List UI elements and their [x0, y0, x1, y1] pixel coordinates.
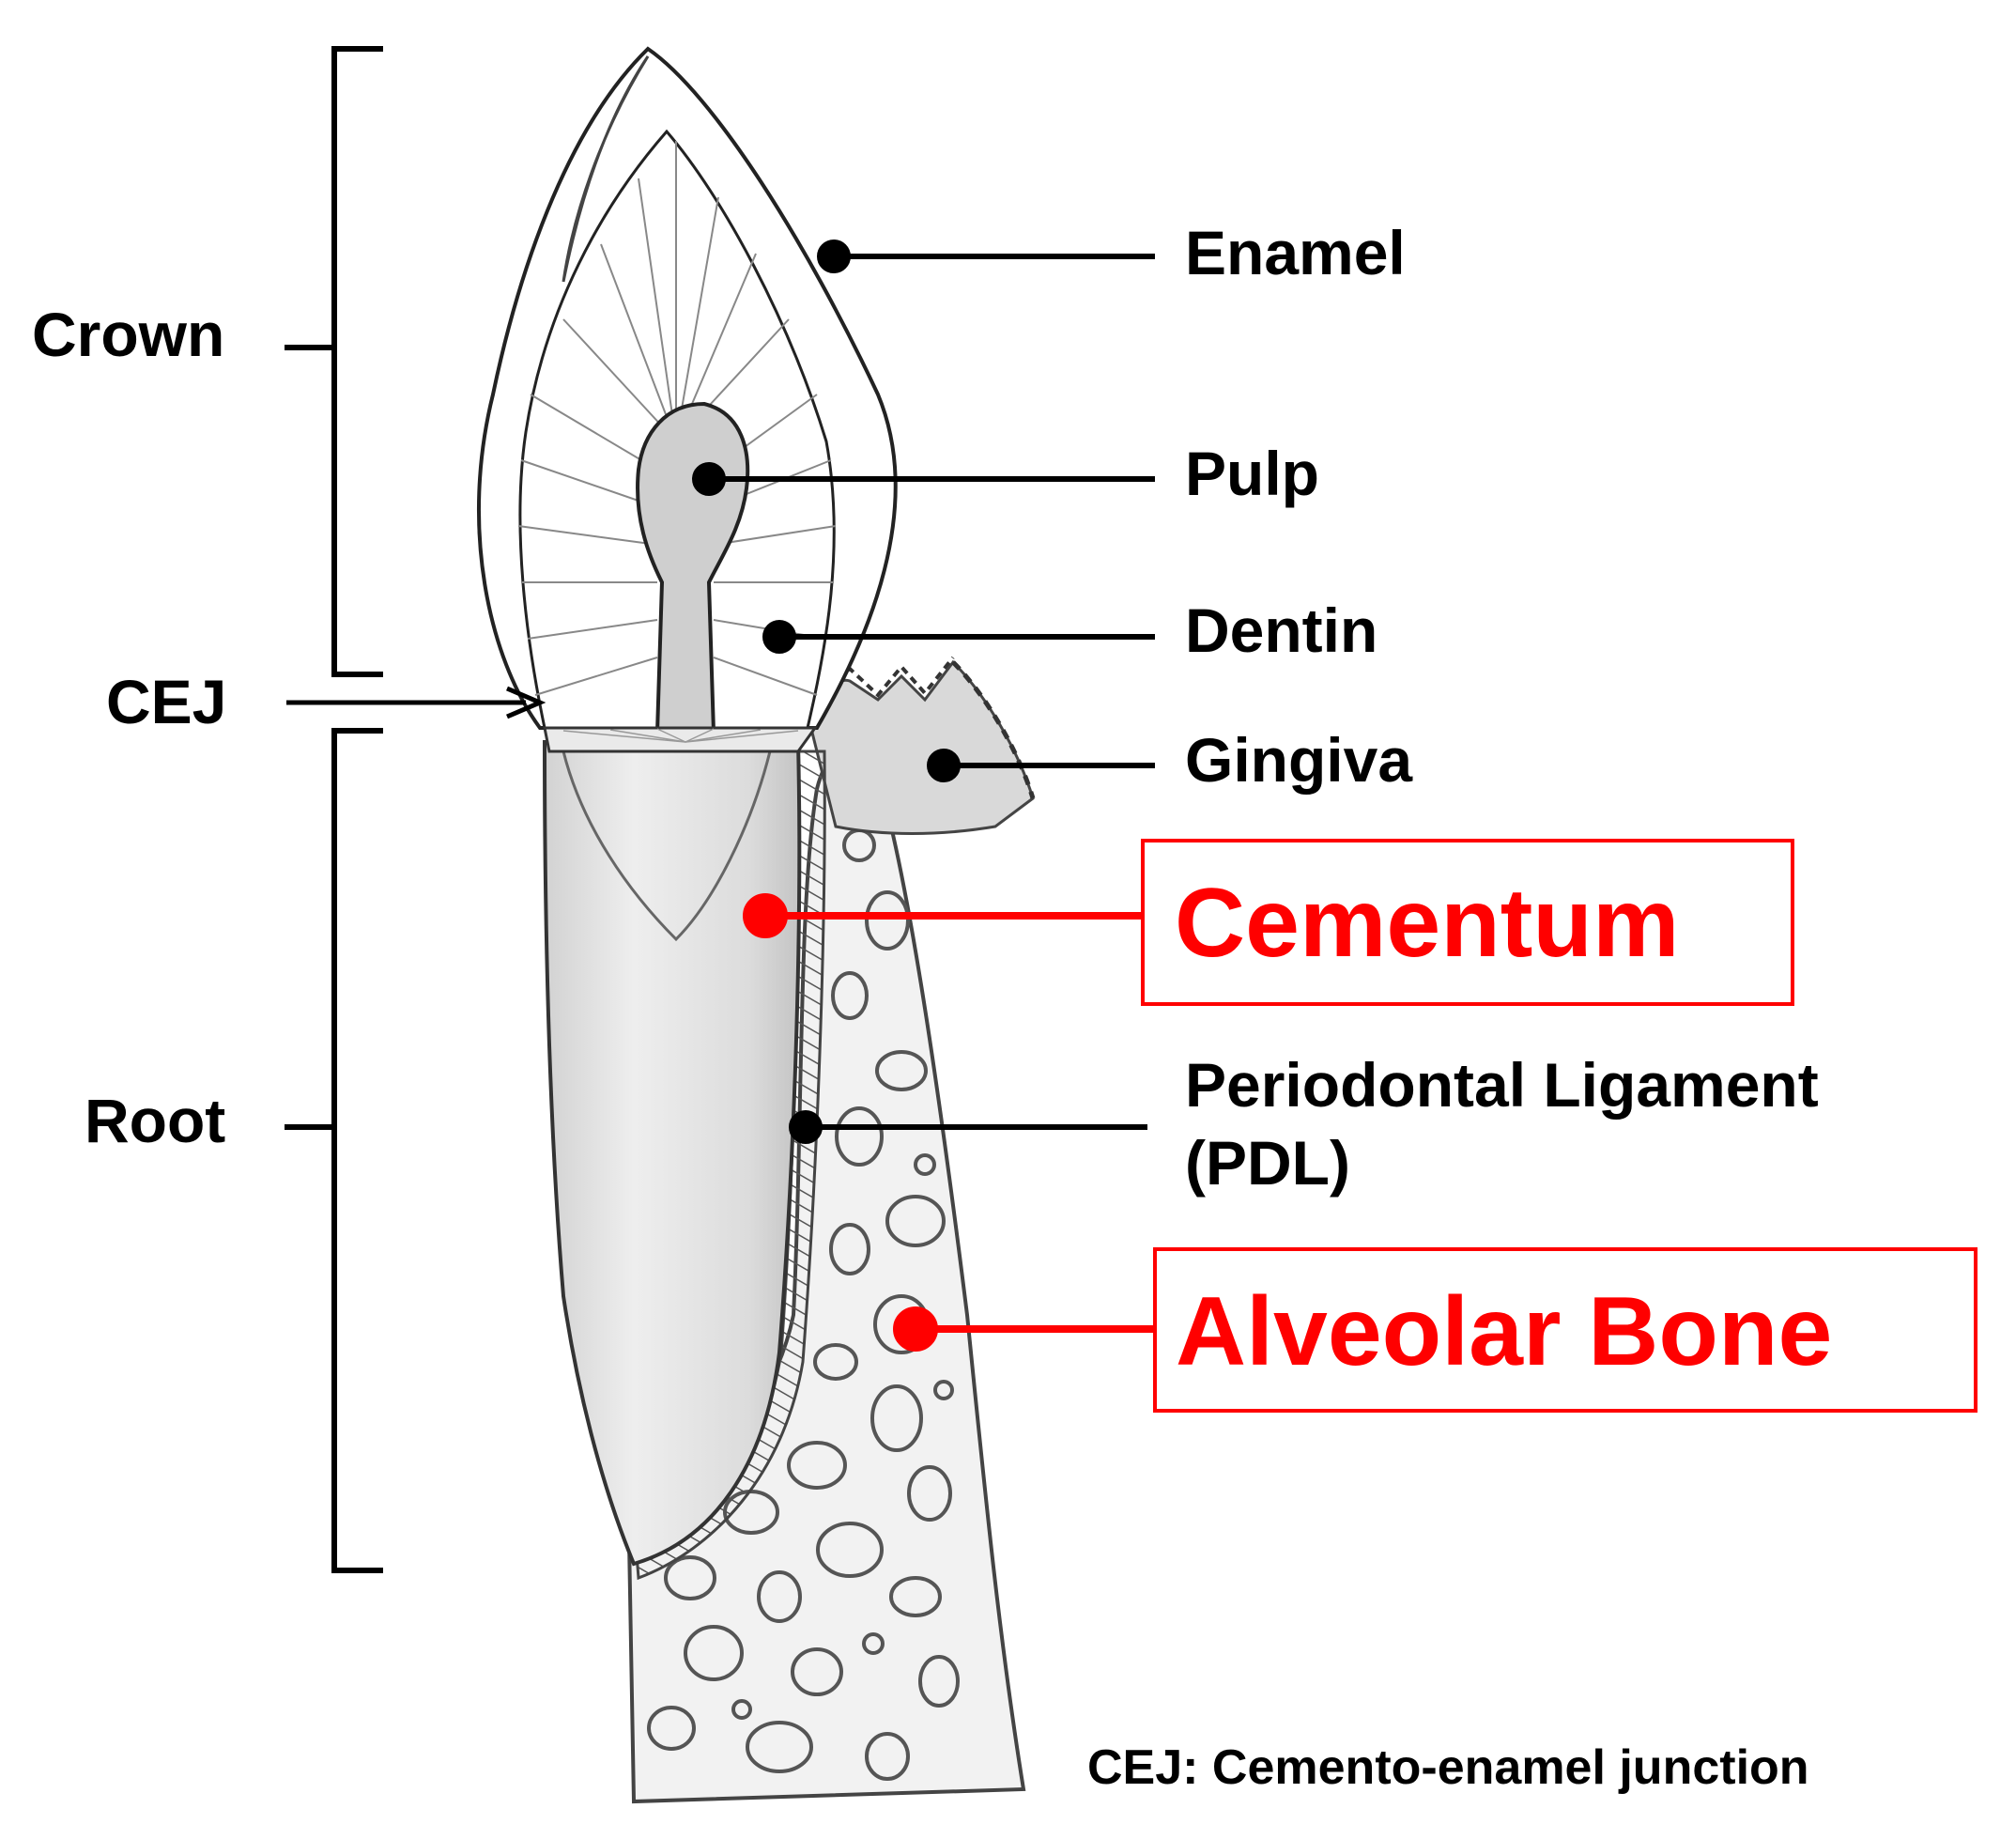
- gingiva-label: Gingiva: [1185, 725, 1413, 795]
- dentin-tubules: [517, 141, 837, 696]
- crown-label: Crown: [32, 300, 225, 369]
- alveolar-bone-callout: Alveolar Bone: [1153, 1247, 1978, 1413]
- cementum-label: Cementum: [1175, 869, 1680, 978]
- bone-cavities: [647, 828, 960, 1781]
- root-bracket: [285, 728, 383, 1573]
- gingiva-shape: [810, 656, 1036, 835]
- dentin-label: Dentin: [1185, 595, 1378, 665]
- alveolar-bone-label: Alveolar Bone: [1176, 1277, 1833, 1386]
- pdl-label-line2: (PDL): [1185, 1128, 1350, 1198]
- crown-bracket: [285, 46, 383, 677]
- footnote: CEJ: Cemento-enamel junction: [1087, 1740, 1809, 1795]
- enamel-label: Enamel: [1185, 218, 1406, 287]
- cementum-callout: Cementum: [1141, 839, 1794, 1006]
- cej-label: CEJ: [106, 667, 227, 736]
- pdl-label-line1: Periodontal Ligament: [1185, 1050, 1819, 1120]
- highlight-leader-lines: [743, 893, 1153, 1352]
- pulp-label: Pulp: [1185, 439, 1319, 508]
- root-label: Root: [85, 1086, 226, 1155]
- cej-arrow: [286, 686, 546, 719]
- leader-lines: [692, 240, 1155, 1144]
- root-dentin-outline: [562, 750, 772, 942]
- root-shape: [542, 740, 802, 1567]
